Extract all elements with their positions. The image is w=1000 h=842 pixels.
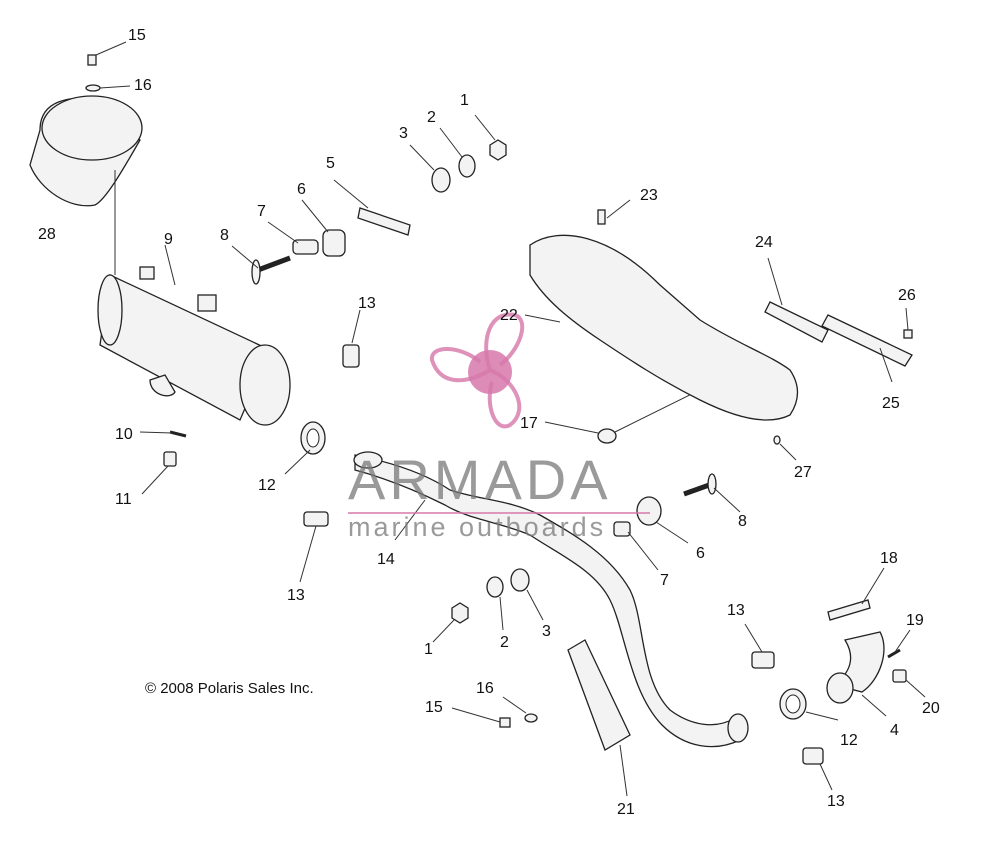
part-19-spring	[887, 629, 911, 659]
callout-22: 22	[500, 307, 518, 324]
part-13-spring-b	[299, 511, 329, 583]
callout-16-top: 16	[134, 77, 152, 94]
callout-16-lower: 16	[476, 680, 494, 697]
callout-6-lower: 6	[696, 545, 705, 562]
callout-20: 20	[922, 700, 940, 717]
callout-15-top: 15	[128, 27, 146, 44]
part-7-sleeve-lower	[613, 521, 659, 571]
part-1-nut-lower	[432, 602, 469, 643]
callout-28: 28	[38, 226, 56, 243]
propeller-icon	[430, 312, 525, 429]
part-7-sleeve-top	[267, 221, 319, 255]
part-8-bolt-top	[231, 245, 291, 285]
part-25-bracket	[821, 314, 913, 383]
callout-10: 10	[115, 426, 133, 443]
part-13-spring-c	[744, 623, 775, 669]
part-10-pin	[139, 430, 187, 438]
callout-19: 19	[906, 612, 924, 629]
callout-12-b: 12	[840, 732, 858, 749]
callout-11: 11	[115, 491, 132, 508]
part-4-elbow	[826, 631, 887, 717]
part-3-washer-lower	[510, 568, 544, 621]
part-23-screw	[597, 199, 631, 225]
part-16-washer-top	[85, 84, 131, 92]
part-22-heat-shield	[524, 234, 799, 421]
part-6-bushing-top	[301, 199, 346, 257]
callout-23: 23	[640, 187, 658, 204]
part-24-bracket	[764, 257, 829, 343]
part-3-washer-top	[409, 144, 451, 193]
copyright-text: © 2008 Polaris Sales Inc.	[145, 680, 314, 697]
part-13-spring-a	[342, 309, 361, 368]
part-1-nut-top	[474, 114, 507, 161]
callout-1-top: 1	[460, 92, 469, 109]
callout-5: 5	[326, 155, 335, 172]
callout-14: 14	[377, 551, 395, 568]
part-26-screw	[903, 307, 913, 339]
callout-8-top: 8	[220, 227, 229, 244]
part-6-bushing-lower	[636, 496, 689, 544]
callout-8-lower: 8	[738, 513, 747, 530]
callout-21: 21	[617, 801, 635, 818]
callout-3-top: 3	[399, 125, 408, 142]
part-27-nut	[773, 435, 797, 461]
callout-7-lower: 7	[660, 572, 669, 589]
watermark-divider	[348, 512, 650, 514]
part-20-clip	[892, 669, 926, 698]
callout-13-b: 13	[287, 587, 305, 604]
part-12-gasket-a	[284, 421, 326, 475]
part-5-bracket	[333, 179, 411, 236]
part-9-muffler	[97, 244, 291, 426]
callout-7-top: 7	[257, 203, 266, 220]
part-2-washer-top	[439, 127, 476, 178]
part-8-bolt-lower	[683, 473, 741, 513]
callout-6-top: 6	[297, 181, 306, 198]
callout-12-a: 12	[258, 477, 276, 494]
callout-13-a: 13	[358, 295, 376, 312]
callout-2-lower: 2	[500, 634, 509, 651]
part-15-bolt-top	[87, 41, 127, 66]
callout-13-d: 13	[827, 793, 845, 810]
callout-27: 27	[794, 464, 812, 481]
callout-1-lower: 1	[424, 641, 433, 658]
callout-4: 4	[890, 722, 899, 739]
watermark-title: ARMADA	[348, 448, 612, 511]
callout-18: 18	[880, 550, 898, 567]
part-11-fitting	[141, 451, 177, 495]
callout-9: 9	[164, 231, 173, 248]
callout-17: 17	[520, 415, 538, 432]
part-2-washer-lower	[486, 576, 504, 631]
part-13-spring-d	[802, 747, 833, 791]
part-12-gasket-b	[779, 688, 839, 721]
callout-2-top: 2	[427, 109, 436, 126]
part-18-gasket	[827, 567, 885, 621]
part-28-heat-shield	[29, 95, 143, 275]
callout-26: 26	[898, 287, 916, 304]
callout-24: 24	[755, 234, 773, 251]
callout-25: 25	[882, 395, 900, 412]
watermark-subtitle: marine outboards	[348, 512, 607, 542]
part-14-header-pipe	[353, 451, 749, 748]
callout-3-lower: 3	[542, 623, 551, 640]
callout-15-lower: 15	[425, 699, 443, 716]
part-21-shield-plate	[567, 639, 631, 797]
part-16-washer-lower	[502, 696, 538, 723]
callout-13-c: 13	[727, 602, 745, 619]
part-15-bolt-lower	[451, 707, 511, 728]
